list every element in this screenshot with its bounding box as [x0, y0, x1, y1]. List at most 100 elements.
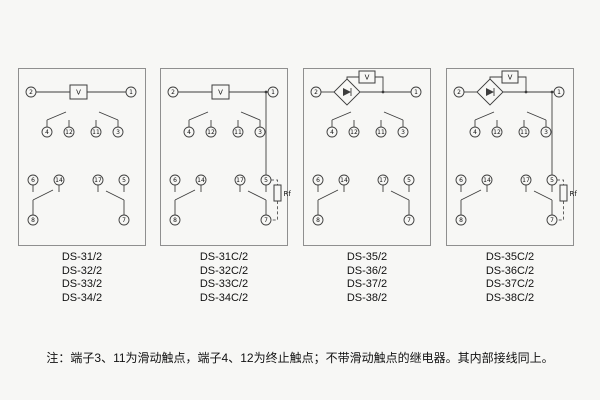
terminal-11: 11 [518, 126, 530, 138]
terminal-3: 3 [112, 126, 124, 138]
terminal-12: 12 [205, 126, 217, 138]
svg-text:11: 11 [92, 129, 100, 136]
svg-text:8: 8 [31, 217, 35, 224]
model-list-2: DS-31C/2 DS-32C/2 DS-33C/2 DS-34C/2 [160, 251, 288, 305]
model-label: DS-31C/2 [199, 251, 249, 263]
terminal-5: 5 [260, 174, 272, 186]
terminal-14: 14 [53, 174, 65, 186]
terminal-7: 7 [546, 214, 558, 226]
terminal-2: 2 [25, 86, 37, 98]
svg-text:12: 12 [65, 129, 73, 136]
svg-text:8: 8 [459, 217, 463, 224]
terminal-8: 8 [312, 214, 324, 226]
svg-text:1: 1 [414, 89, 418, 96]
model-label: DS-32/2 [61, 264, 103, 277]
svg-text:6: 6 [31, 177, 35, 184]
wires [32, 91, 126, 215]
svg-text:12: 12 [493, 129, 501, 136]
svg-text:11: 11 [520, 129, 528, 136]
terminal-5: 5 [403, 174, 415, 186]
terminal-17: 17 [234, 174, 246, 186]
voltage-element-label: V [365, 74, 370, 82]
diagram-panel-4: Rf V 2 1 4 12 11 3 6 14 17 5 8 7 DS-35C/… [446, 68, 586, 305]
rf-dashed-leads [271, 179, 278, 221]
model-label: DS-36/2 [346, 264, 388, 277]
terminal-1: 1 [410, 86, 422, 98]
voltage-element-icon: V [211, 84, 230, 100]
wires [174, 91, 268, 215]
relay-schematic-1: V 2 1 4 12 11 3 6 14 17 5 8 7 [18, 68, 146, 246]
wire-junction-dot [524, 90, 528, 94]
wire-junction-dot [264, 90, 268, 94]
model-label: DS-35/2 [346, 251, 388, 263]
terminal-6: 6 [312, 174, 324, 186]
terminal-1: 1 [267, 86, 279, 98]
svg-text:17: 17 [379, 177, 387, 184]
terminal-3: 3 [254, 126, 266, 138]
terminal-2: 2 [453, 86, 465, 98]
terminal-6: 6 [455, 174, 467, 186]
voltage-element-label: V [218, 89, 223, 97]
svg-text:7: 7 [264, 217, 268, 224]
model-label: DS-31/2 [61, 251, 103, 263]
relay-schematic-3: V 2 1 4 12 11 3 6 14 17 5 8 7 [303, 68, 431, 246]
terminal-4: 4 [326, 126, 338, 138]
model-label: DS-34C/2 [199, 291, 249, 304]
svg-text:5: 5 [407, 177, 411, 184]
svg-text:3: 3 [116, 129, 120, 136]
terminal-8: 8 [27, 214, 39, 226]
terminal-5: 5 [118, 174, 130, 186]
terminal-3: 3 [540, 126, 552, 138]
terminal-6: 6 [27, 174, 39, 186]
terminal-17: 17 [520, 174, 532, 186]
terminal-17: 17 [92, 174, 104, 186]
wires [460, 76, 554, 215]
wire-junction-dot [550, 90, 554, 94]
model-label: DS-32C/2 [199, 264, 249, 277]
svg-text:5: 5 [550, 177, 554, 184]
model-list-1: DS-31/2 DS-32/2 DS-33/2 DS-34/2 [18, 251, 146, 305]
svg-text:17: 17 [236, 177, 244, 184]
model-list-3: DS-35/2 DS-36/2 DS-37/2 DS-38/2 [303, 251, 431, 305]
svg-text:14: 14 [55, 177, 63, 184]
wire-junction-dot [381, 90, 385, 94]
terminal-7: 7 [403, 214, 415, 226]
terminal-8: 8 [169, 214, 181, 226]
terminal-7: 7 [118, 214, 130, 226]
svg-text:11: 11 [377, 129, 385, 136]
svg-text:14: 14 [340, 177, 348, 184]
model-label: DS-34/2 [61, 291, 103, 304]
svg-text:6: 6 [173, 177, 177, 184]
svg-text:5: 5 [122, 177, 126, 184]
rf-dashed-leads [557, 179, 564, 221]
svg-text:7: 7 [122, 217, 126, 224]
terminal-1: 1 [553, 86, 565, 98]
terminal-11: 11 [90, 126, 102, 138]
voltage-element-icon: V [501, 70, 519, 84]
svg-text:6: 6 [316, 177, 320, 184]
terminal-14: 14 [195, 174, 207, 186]
svg-text:4: 4 [330, 129, 334, 136]
model-label: DS-38/2 [346, 291, 388, 304]
terminal-4: 4 [183, 126, 195, 138]
voltage-element-icon: V [358, 70, 376, 84]
svg-text:5: 5 [264, 177, 268, 184]
terminal-12: 12 [348, 126, 360, 138]
diagram-panel-3: V 2 1 4 12 11 3 6 14 17 5 8 7 DS-35/2 DS… [303, 68, 443, 305]
terminal-11: 11 [375, 126, 387, 138]
figure-note: 注：端子3、11为滑动触点，端子4、12为终止触点；不带滑动触点的继电器。其内部… [46, 351, 554, 365]
model-label: DS-37C/2 [485, 278, 535, 290]
rf-resistor-label: Rf [284, 190, 292, 198]
wires [317, 76, 411, 215]
svg-text:2: 2 [171, 89, 175, 96]
rf-resistor-icon: Rf [559, 184, 578, 202]
svg-text:3: 3 [401, 129, 405, 136]
svg-text:1: 1 [557, 89, 561, 96]
svg-text:4: 4 [187, 129, 191, 136]
terminal-2: 2 [167, 86, 179, 98]
rf-resistor-label: Rf [570, 190, 578, 198]
diagram-panel-1: V 2 1 4 12 11 3 6 14 17 5 8 7 DS-31/2 DS… [18, 68, 158, 305]
svg-text:7: 7 [550, 217, 554, 224]
diagram-panel-2: Rf V 2 1 4 12 11 3 6 14 17 5 8 7 DS-31C/… [160, 68, 300, 305]
model-label: DS-35C/2 [485, 251, 535, 263]
